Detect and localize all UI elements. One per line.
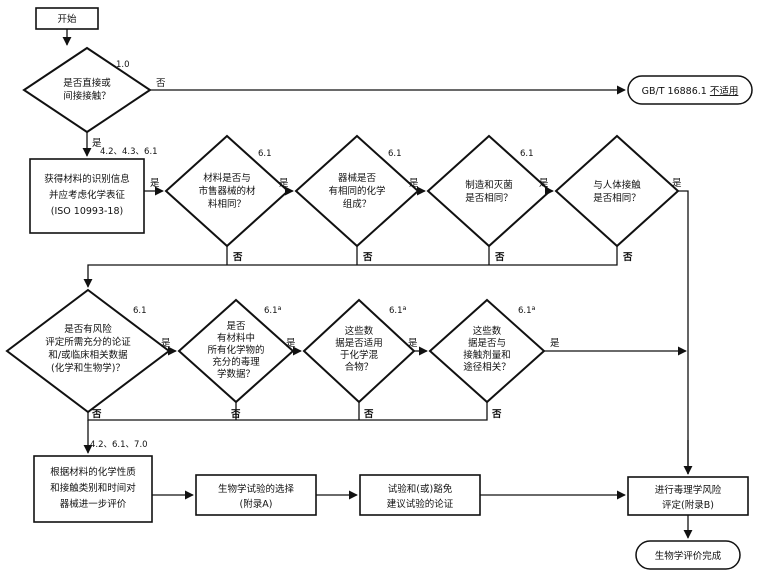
ref-r1-0: 6.1 xyxy=(258,149,272,159)
label-r2-3-no: 否 xyxy=(491,409,502,420)
label-identify-yes: 是 xyxy=(150,178,160,189)
svg-text:试验和(或)豁免: 试验和(或)豁免 xyxy=(388,483,453,495)
svg-text:是否直接或: 是否直接或 xyxy=(63,77,111,89)
svg-text:这些数: 这些数 xyxy=(345,325,374,337)
ref-eval: 4.2、6.1、7.0 xyxy=(90,440,148,450)
svg-text:(附录A): (附录A) xyxy=(240,498,273,510)
svg-text:据是否与: 据是否与 xyxy=(468,337,506,349)
svg-text:所有化学物的: 所有化学物的 xyxy=(207,344,264,356)
svg-text:(ISO 10993-18): (ISO 10993-18) xyxy=(51,206,123,217)
ref-r2-0: 6.1 xyxy=(133,306,147,316)
decision-contact: 是否直接或 间接接触？ xyxy=(22,46,152,134)
box-test-justification: 试验和(或)豁免 建议试验的论证 xyxy=(359,474,481,516)
node-start: 开始 xyxy=(35,7,99,30)
label-r1-1-yes: 是 xyxy=(409,178,419,189)
na-text-b: 不适用 xyxy=(710,86,739,97)
svg-text:途径相关？: 途径相关？ xyxy=(463,361,511,373)
label-r2-2-yes: 是 xyxy=(408,338,418,349)
svg-text:这些数: 这些数 xyxy=(473,325,502,337)
svg-text:器械是否: 器械是否 xyxy=(338,172,377,184)
decision-dose-route: 这些数 据是否与 接触剂量和 途径相关？ xyxy=(428,298,546,404)
decision-same-body-contact: 与人体接触 是否相同？ xyxy=(554,134,680,248)
decision-same-manufacturing: 制造和灭菌 是否相同？ xyxy=(426,134,552,248)
svg-text:于化学混: 于化学混 xyxy=(340,349,379,361)
label-r2-0-no: 否 xyxy=(91,409,102,420)
label-r2-2-no: 否 xyxy=(363,409,374,420)
label-r1-1-no: 否 xyxy=(362,252,373,263)
label-r1-2-no: 否 xyxy=(494,252,505,263)
ref-r1-1: 6.1 xyxy=(388,149,402,159)
svg-text:获得材料的识别信息: 获得材料的识别信息 xyxy=(44,173,130,185)
label-r2-0-yes: 是 xyxy=(161,338,171,349)
terminal-evaluation-complete: 生物学评价完成 xyxy=(635,540,741,570)
box-further-evaluation: 根据材料的化学性质 和接触类别和时间对 器械进一步评价 xyxy=(33,455,153,523)
label-r1-2-yes: 是 xyxy=(539,178,549,189)
decision-tox-data: 是否 有材料中 所有化学物的 充分的毒理 学数据？ xyxy=(177,298,295,404)
box-identify-material: 获得材料的识别信息 并应考虑化学表征 (ISO 10993-18) xyxy=(29,158,145,234)
svg-text:市售器械的材: 市售器械的材 xyxy=(198,185,256,197)
na-text-a: GB/T 16886.1 xyxy=(642,86,710,97)
ref-identify: 4.2、4.3、6.1 xyxy=(100,147,158,157)
label-r1-3-yes: 是 xyxy=(672,178,682,189)
label-r2-1-no: 否 xyxy=(230,409,241,420)
connectors xyxy=(62,29,693,539)
svg-text:是否有风险: 是否有风险 xyxy=(64,323,112,335)
svg-text:评定所需充分的论证: 评定所需充分的论证 xyxy=(45,336,131,348)
svg-text:与人体接触: 与人体接触 xyxy=(593,179,641,191)
label-r2-3-yes: 是 xyxy=(550,338,560,349)
svg-text:(化学和生物学)？: (化学和生物学)？ xyxy=(51,362,125,374)
svg-text:学数据？: 学数据？ xyxy=(217,368,255,380)
svg-text:合物？: 合物？ xyxy=(345,361,374,373)
svg-text:生物学试验的选择: 生物学试验的选择 xyxy=(218,483,295,495)
label-r1-3-no: 否 xyxy=(622,252,633,263)
label-q1-yes: 是 xyxy=(92,138,102,149)
svg-text:开始: 开始 xyxy=(57,13,77,25)
svg-text:据是否适用: 据是否适用 xyxy=(335,337,383,349)
svg-text:制造和灭菌: 制造和灭菌 xyxy=(465,179,513,191)
svg-text:有相同的化学: 有相同的化学 xyxy=(328,185,385,197)
svg-text:生物学评价完成: 生物学评价完成 xyxy=(655,550,722,562)
svg-text:接触剂量和: 接触剂量和 xyxy=(463,349,511,361)
svg-text:GB/T 16886.1 不适用: GB/T 16886.1 不适用 xyxy=(642,86,739,97)
box-test-selection: 生物学试验的选择 (附录A) xyxy=(195,474,317,516)
svg-text:器械进一步评价: 器械进一步评价 xyxy=(60,498,127,510)
ref-r2-3: 6.1a xyxy=(518,304,536,316)
ref-r2-1: 6.1a xyxy=(264,304,282,316)
ref-q1: 1.0 xyxy=(116,60,130,70)
svg-text:评定(附录B): 评定(附录B) xyxy=(662,499,714,511)
svg-text:根据材料的化学性质: 根据材料的化学性质 xyxy=(50,466,136,478)
label-r2-1-yes: 是 xyxy=(286,338,296,349)
svg-text:并应考虑化学表征: 并应考虑化学表征 xyxy=(49,189,126,201)
svg-text:组成？: 组成？ xyxy=(343,198,372,210)
label-q1-no: 否 xyxy=(156,78,166,89)
svg-text:充分的毒理: 充分的毒理 xyxy=(212,356,260,368)
ref-r1-2: 6.1 xyxy=(520,149,534,159)
svg-text:和接触类别和时间对: 和接触类别和时间对 xyxy=(50,482,136,494)
svg-text:建议试验的论证: 建议试验的论证 xyxy=(387,498,454,510)
decision-risk-data: 是否有风险 评定所需充分的论证 和/或临床相关数据 (化学和生物学)？ xyxy=(5,288,171,414)
terminal-not-applicable: GB/T 16886.1 不适用 xyxy=(627,75,753,105)
label-r1-0-yes: 是 xyxy=(279,178,289,189)
svg-text:有材料中: 有材料中 xyxy=(217,332,255,344)
svg-text:料相同？: 料相同？ xyxy=(208,198,246,210)
svg-text:材料是否与: 材料是否与 xyxy=(203,172,251,184)
svg-text:是否: 是否 xyxy=(226,321,246,332)
svg-text:是否相同？: 是否相同？ xyxy=(465,192,513,204)
svg-text:间接接触？: 间接接触？ xyxy=(63,90,111,102)
svg-text:进行毒理学风险: 进行毒理学风险 xyxy=(655,484,722,496)
decision-mixture: 这些数 据是否适用 于化学混 合物？ xyxy=(302,298,416,404)
label-r1-0-no: 否 xyxy=(232,252,243,263)
svg-text:是否相同？: 是否相同？ xyxy=(593,192,641,204)
ref-r2-2: 6.1a xyxy=(389,304,407,316)
svg-text:和/或临床相关数据: 和/或临床相关数据 xyxy=(48,349,128,361)
box-toxicological-risk: 进行毒理学风险 评定(附录B) xyxy=(627,476,749,516)
